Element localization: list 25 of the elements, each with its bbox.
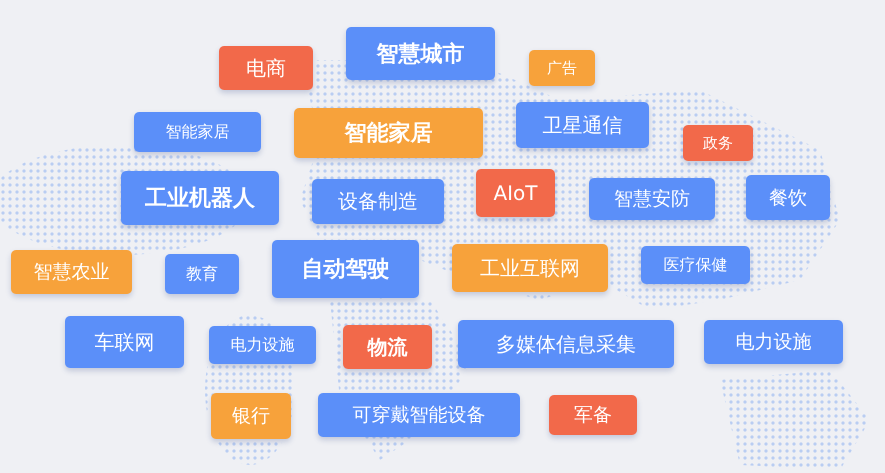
tag-label: 车联网 [65, 316, 184, 368]
tag-label: 智能家居 [294, 108, 483, 158]
tag-label: 银行 [211, 393, 291, 439]
tag-label: AIoT [476, 169, 555, 217]
tag-label: 电力设施 [704, 320, 843, 364]
tag-label: 智慧城市 [346, 27, 495, 80]
tag-label: 军备 [549, 395, 637, 435]
tag-label: 设备制造 [312, 179, 444, 224]
tag-label: 自动驾驶 [272, 240, 419, 298]
tag-label: 工业互联网 [452, 244, 608, 292]
tag-label: 电力设施 [209, 326, 316, 364]
tag-label: 工业机器人 [121, 171, 279, 225]
tag-label: 可穿戴智能设备 [318, 393, 520, 437]
tag-label: 智慧农业 [11, 250, 132, 294]
tag-label: 政务 [683, 125, 753, 161]
tag-label: 教育 [165, 254, 239, 294]
tag-label: 广告 [529, 50, 595, 86]
tag-label: 物流 [343, 325, 432, 369]
tag-label: 多媒体信息采集 [458, 320, 674, 368]
tag-label: 卫星通信 [516, 102, 649, 148]
tag-label: 餐饮 [746, 175, 830, 220]
tag-label: 医疗保健 [641, 246, 750, 284]
tag-label: 智慧安防 [589, 178, 715, 220]
tag-label: 电商 [219, 46, 313, 90]
tag-label: 智能家居 [134, 112, 261, 152]
